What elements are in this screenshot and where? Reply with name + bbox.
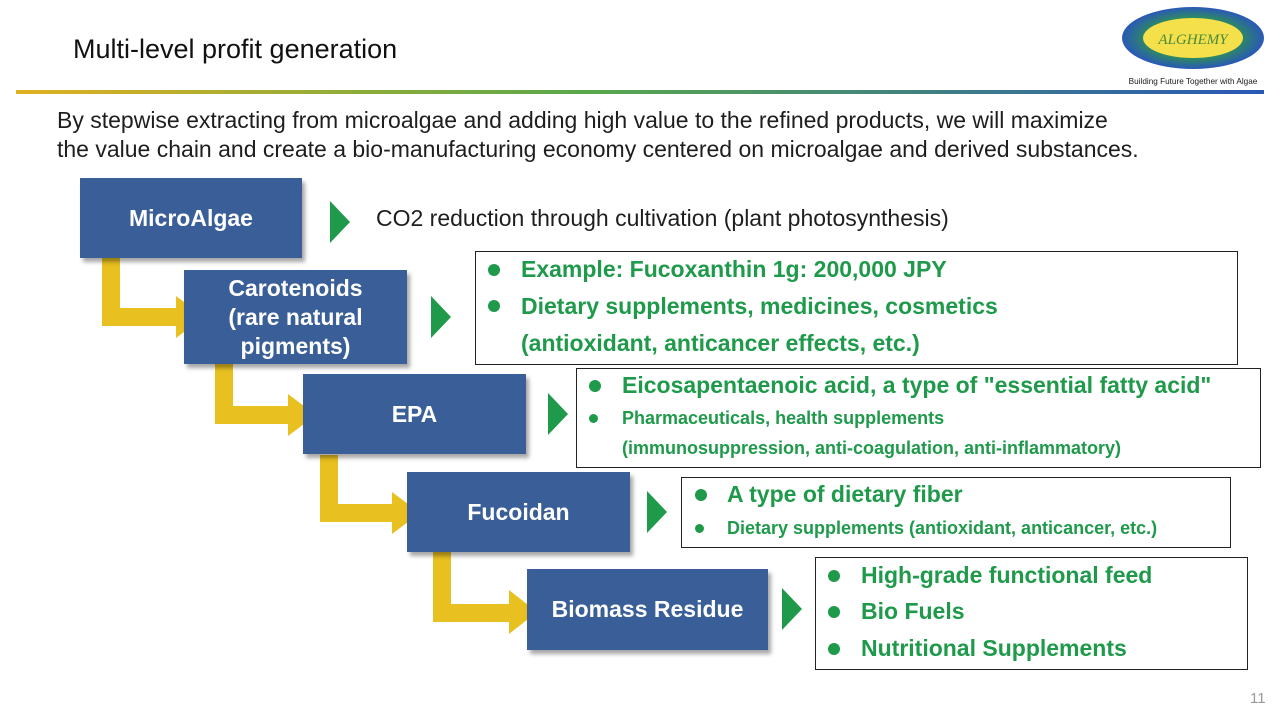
- pointer-triangle-icon: [782, 588, 802, 630]
- stage-microalgae: MicroAlgae: [80, 178, 302, 258]
- alghemy-logo: ALGHEMY Building Future Together with Al…: [1122, 7, 1264, 86]
- bullet-icon: [589, 380, 601, 392]
- bullet-icon: [828, 643, 840, 655]
- page-number: 11: [1250, 690, 1266, 707]
- pointer-triangle-icon: [431, 296, 451, 338]
- logo-tagline: Building Future Together with Algae: [1129, 77, 1258, 86]
- stage-epa: EPA: [303, 374, 526, 454]
- bullet-icon: [589, 414, 598, 423]
- bullet-icon: [828, 606, 840, 618]
- stage-label: pigments): [240, 332, 351, 359]
- bullet-icon: [695, 489, 707, 501]
- detail-bullet: Eicosapentaenoic acid, a type of "essent…: [622, 372, 1212, 398]
- connector-2: [215, 364, 316, 436]
- bullet-icon: [695, 524, 704, 533]
- title-divider: [16, 90, 1264, 94]
- bullet-icon: [828, 570, 840, 582]
- logo-inner-ellipse: [1143, 18, 1243, 58]
- fucoidan-detail-box: A type of dietary fiber Dietary suppleme…: [681, 477, 1231, 548]
- carotenoids-detail-box: Example: Fucoxanthin 1g: 200,000 JPY Die…: [475, 251, 1238, 365]
- connector-4: [433, 552, 537, 634]
- detail-continuation: (immunosuppression, anti-coagulation, an…: [622, 438, 1122, 458]
- stage-label: Biomass Residue: [551, 596, 744, 622]
- detail-bullet: Example: Fucoxanthin 1g: 200,000 JPY: [521, 256, 947, 282]
- intro-paragraph: By stepwise extracting from microalgae a…: [57, 106, 1257, 164]
- stage-fucoidan: Fucoidan: [407, 472, 630, 552]
- biomass-detail-box: High-grade functional feed Bio Fuels Nut…: [815, 557, 1248, 670]
- logo-wordmark: ALGHEMY: [1157, 32, 1229, 48]
- stage-label: Fucoidan: [467, 498, 570, 525]
- microalgae-detail: CO2 reduction through cultivation (plant…: [376, 205, 949, 231]
- detail-continuation: (antioxidant, anticancer effects, etc.): [521, 330, 920, 356]
- intro-line-1: By stepwise extracting from microalgae a…: [57, 107, 1108, 133]
- stage-label: MicroAlgae: [129, 204, 253, 231]
- detail-bullet: Pharmaceuticals, health supplements: [622, 408, 945, 428]
- detail-bullet: Dietary supplements, medicines, cosmetic…: [521, 293, 998, 319]
- connector-3: [320, 455, 420, 534]
- intro-line-2: the value chain and create a bio-manufac…: [57, 136, 1139, 162]
- stage-biomass-residue: Biomass Residue: [527, 569, 768, 650]
- bullet-icon: [488, 264, 500, 276]
- stage-label: (rare natural: [228, 303, 363, 330]
- stage-label: EPA: [391, 400, 438, 427]
- detail-bullet: A type of dietary fiber: [727, 481, 963, 507]
- detail-bullet: Dietary supplements (antioxidant, antica…: [727, 518, 1158, 538]
- stage-carotenoids: Carotenoids (rare natural pigments): [184, 270, 407, 364]
- detail-bullet: High-grade functional feed: [861, 562, 1153, 588]
- detail-bullet: Nutritional Supplements: [861, 635, 1127, 661]
- pointer-triangle-icon: [647, 491, 667, 533]
- bullet-icon: [488, 300, 500, 312]
- stage-label: Carotenoids: [228, 274, 363, 301]
- detail-bullet: Bio Fuels: [861, 598, 965, 624]
- epa-detail-box: Eicosapentaenoic acid, a type of "essent…: [576, 368, 1261, 468]
- slide-title: Multi-level profit generation: [73, 34, 398, 64]
- pointer-triangle-icon: [330, 201, 350, 243]
- pointer-triangle-icon: [548, 393, 568, 435]
